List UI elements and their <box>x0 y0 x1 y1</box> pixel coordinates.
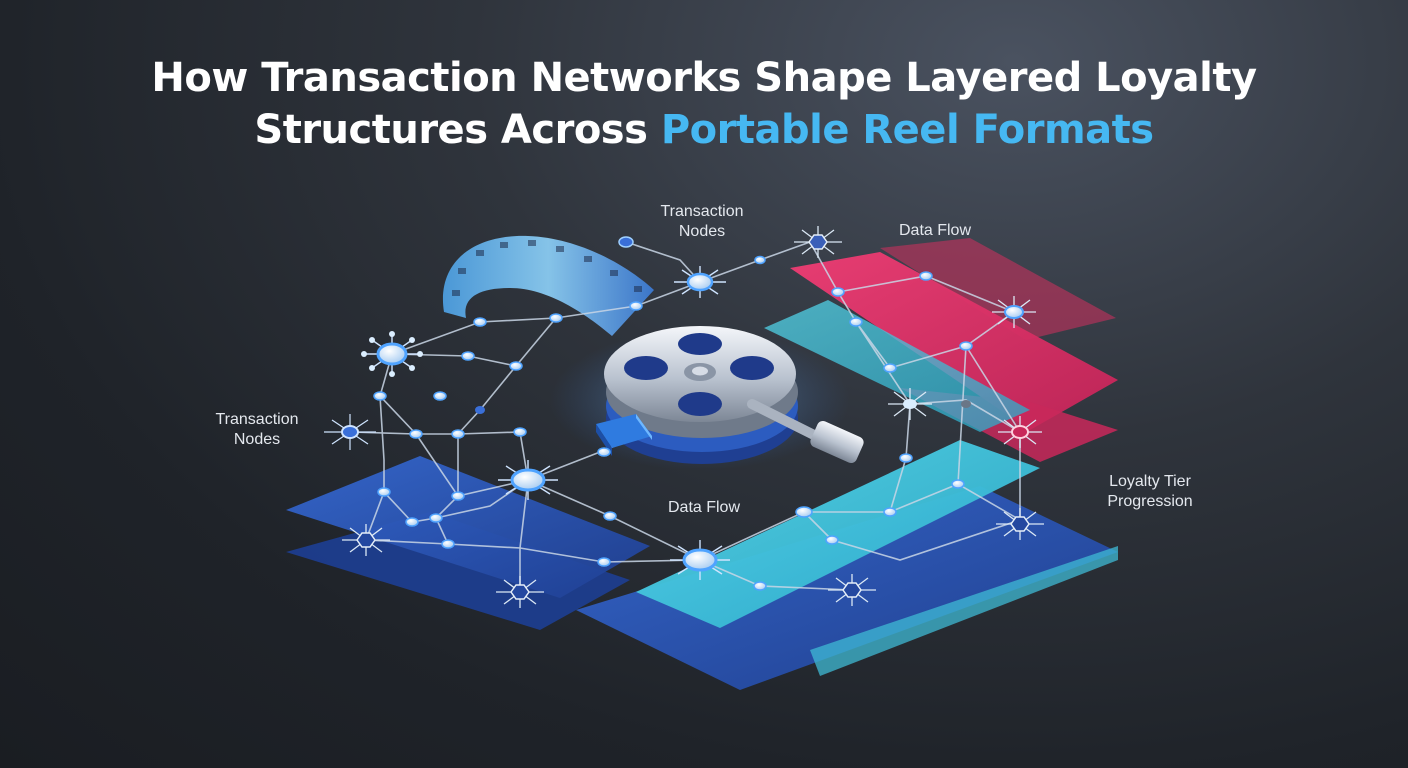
label-data-flow-top: Data Flow <box>880 221 990 241</box>
label-line: Transaction <box>196 410 318 430</box>
label-data-flow-center: Data Flow <box>646 498 762 518</box>
film-reel-icon <box>604 326 798 464</box>
label-line: Transaction <box>638 202 766 222</box>
label-transaction-nodes-left: Transaction Nodes <box>196 410 318 450</box>
label-loyalty-tier: Loyalty Tier Progression <box>1090 472 1210 512</box>
label-line: Progression <box>1090 492 1210 512</box>
label-transaction-nodes-top: Transaction Nodes <box>638 202 766 242</box>
label-line: Nodes <box>196 430 318 450</box>
label-line: Loyalty Tier <box>1090 472 1210 492</box>
label-line: Nodes <box>638 222 766 242</box>
